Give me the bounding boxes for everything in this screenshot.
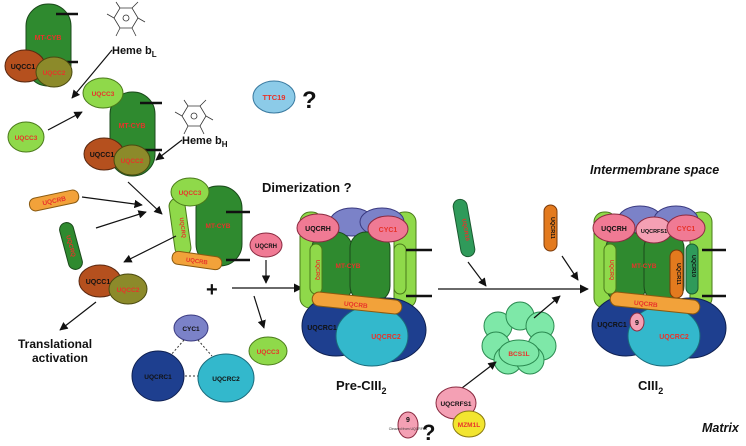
dimerization-label: Dimerization ? [262,180,352,195]
subunit-9: 9 Cleaved from UQCRFS1 [389,411,428,439]
translational-activation-line1: Translational [18,337,92,351]
pre-ciii2-complex: MT-CYB UQCRQ UQCRH CYC1 UQCRB UQCRC1 UQC… [296,207,432,367]
intermembrane-space-label: Intermembrane space [590,163,719,177]
mt-cyb-label: MT-CYB [206,223,231,230]
uqcrh-label: UQCRH [255,244,277,250]
uqcc3-label: UQCC3 [92,91,115,98]
uqcrb-label: UQCRB [42,196,67,208]
plus-sign: + [206,279,218,301]
uqcrh-label: UQCRH [601,226,627,233]
bcs1l-ring: BCS1L [481,301,557,375]
ttc19-label: TTC19 [263,93,286,102]
uqcc1-uqcc2-released: UQCC1 UQCC2 [78,264,148,305]
uqcrh-free: UQCRH [249,232,283,258]
uqcc2-label: UQCC2 [117,287,140,294]
nine-label: 9 [406,417,410,424]
arrow-release-uqcc3 [253,295,266,329]
arrow-release-uqcc [123,235,177,263]
uqcc1-label: UQCC1 [86,279,111,286]
translational-activation-line2: activation [32,351,88,365]
mzm1l-label: MZM1L [458,422,480,429]
arrow-bcs1l-out [533,295,561,319]
uqcrc2-label: UQCRC2 [659,334,689,341]
heme-bl-label: Heme bL [112,45,157,59]
mt-cyb-label: MT-CYB [632,263,657,270]
uqcrq-free: UQCRQ [59,222,83,270]
heme-bh-label: Heme bH [182,135,228,149]
arrow-heme-bl [71,49,113,99]
uqcr11-free: UQCR11 [543,204,558,252]
core-subunit-group: CYC1 UQCRC1 UQCRC2 [131,314,255,403]
uqcc3-released: UQCC3 [248,336,288,366]
cyc1-label: CYC1 [677,226,696,233]
uqcr10-label: UQCR10 [460,218,470,241]
complex-intermediate: MT-CYB UQCRQ UQCC3 UQCRB [168,177,250,271]
arrow-uqcr11-in [561,255,579,281]
uqcr10-free: UQCR10 [452,198,476,258]
uqcrc1-label: UQCRC1 [307,325,337,332]
uqcrb-label: UQCRB [634,300,659,309]
mt-cyb-label: MT-CYB [119,123,146,130]
ttc19: TTC19 [252,80,296,114]
uqcc1-label: UQCC1 [90,152,115,159]
complex-early-1: MT-CYB UQCC1 UQCC2 [4,3,78,88]
uqcr11-label: UQCR11 [549,217,555,239]
uqcc1-label: UQCC1 [11,64,36,71]
uqcc2-shape [35,56,73,88]
uqcrc2-label: UQCRC2 [212,376,240,383]
ciii2-complex: MT-CYB UQCRQ UQCR11 UQCR10 UQCRH UQCRFS1… [591,205,727,367]
arrow-uqcc3-in [47,111,83,131]
uqcr11-label: UQCR11 [675,263,681,285]
uqcc2-label: UQCC2 [121,158,144,165]
uqcrq-label: UQCRQ [178,217,187,239]
pre-ciii2-label: Pre-CIII2 [336,378,387,396]
ttc19-question: ? [302,87,317,114]
uqcc3-label: UQCC3 [257,349,280,356]
uqcr10-label: UQCR10 [690,255,696,277]
arrow-uqcrb-in [81,196,143,209]
uqcc3-free-1: UQCC3 [7,121,45,153]
uqcc2-label: UQCC2 [43,70,66,77]
uqcrfs1-label: UQCRFS1 [440,401,471,408]
ciii2-label: CIII2 [638,378,663,396]
heme-bl-structure [106,1,146,37]
uqcc3-label: UQCC3 [179,190,202,197]
uqcrc1-label: UQCRC1 [597,322,627,329]
uqcc3-label: UQCC3 [15,135,38,142]
heme-bh-structure [174,99,214,135]
arrow-translational [59,301,97,331]
mt-cyb-label: MT-CYB [336,263,361,270]
uqcrc1-label: UQCRC1 [144,374,172,381]
uqcrb-label: UQCRB [344,301,369,310]
mt-cyb-label: MT-CYB [35,35,62,42]
uqcrq-label: UQCRQ [64,235,76,258]
arrow-complex-in [127,181,163,215]
uqcrfs1-mzm1l: UQCRFS1 MZM1L [435,386,486,438]
bcs1l-label: BCS1L [508,351,529,358]
arrow-uqcrq-in [95,210,147,229]
uqcrh-label: UQCRH [305,226,331,233]
uqcrq-label: UQCRQ [314,260,320,281]
cyc1-label: CYC1 [182,326,200,333]
arrow-heme-bh [155,139,183,161]
uqcrc2-label: UQCRC2 [371,334,401,341]
arrow-uqcrfs1-in [461,361,497,389]
nine-label: 9 [635,320,639,327]
uqcrq-label: UQCRQ [608,260,614,281]
matrix-label: Matrix [702,421,740,435]
uqcrfs1-label: UQCRFS1 [641,229,667,235]
arrow-uqcr10-in [467,261,487,287]
uqcrb-label: UQCRB [185,257,208,266]
nine-question: ? [422,420,435,445]
cyc1-label: CYC1 [379,227,398,234]
nine-note: Cleaved from UQCRFS1 [389,427,428,431]
uqcrb-free: UQCRB [28,189,80,212]
complex-early-2: MT-CYB UQCC3 UQCC1 UQCC2 [82,77,162,177]
